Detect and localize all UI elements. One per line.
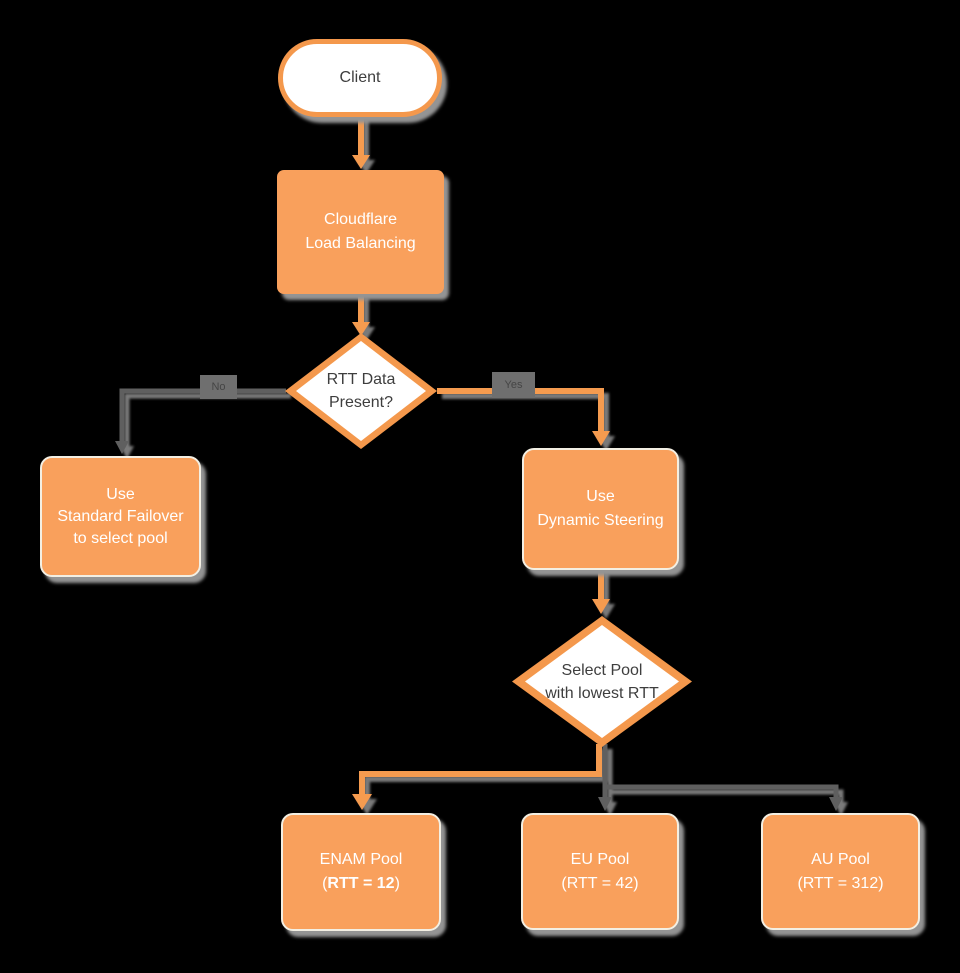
node-client-label: Client: [339, 69, 381, 86]
arrowhead-pool-decision: [592, 599, 610, 614]
node-dynamic-steering-line2: Dynamic Steering: [537, 512, 664, 529]
enam-rtt-value: RTT = 12: [327, 875, 395, 892]
node-load-balancing[interactable]: Cloudflare Load Balancing: [277, 170, 444, 294]
node-standard-failover[interactable]: Use Standard Failover to select pool: [40, 456, 201, 577]
node-dynamic-steering[interactable]: Use Dynamic Steering: [522, 448, 679, 570]
node-au-pool-line1: AU Pool: [811, 850, 870, 868]
node-standard-failover-line2: Standard Failover: [57, 507, 184, 525]
connector-pool-decision-to-enam: [359, 744, 602, 795]
node-standard-failover-line1: Use: [106, 485, 135, 503]
node-load-balancing-line1: Cloudflare: [324, 211, 397, 228]
node-rtt-decision-line1: RTT Data: [326, 371, 396, 388]
node-au-pool[interactable]: AU Pool (RTT = 312): [761, 813, 920, 930]
arrowhead-loadbalancing: [352, 155, 370, 169]
arrowhead-rtt-decision: [352, 322, 370, 336]
connector-yes-to-dynamic-steering: [437, 388, 604, 432]
node-pool-decision-line2: with lowest RTT: [545, 684, 659, 702]
arrowhead-standard-failover: [115, 441, 129, 454]
node-eu-pool-line2: (RTT = 42): [561, 874, 639, 892]
node-enam-pool-line2: (RTT = 12): [322, 875, 400, 892]
node-eu-pool-line1: EU Pool: [570, 850, 630, 868]
edge-label-no: No: [200, 375, 237, 399]
node-enam-pool[interactable]: ENAM Pool (RTT = 12): [281, 813, 441, 931]
node-client[interactable]: Client: [278, 39, 442, 117]
arrowhead-enam-pool: [352, 794, 372, 810]
arrowhead-eu-pool: [598, 797, 612, 811]
node-enam-pool-line1: ENAM Pool: [319, 851, 403, 868]
node-eu-pool[interactable]: EU Pool (RTT = 42): [521, 813, 679, 930]
node-dynamic-steering-line1: Use: [586, 488, 615, 505]
edge-label-yes: Yes: [492, 372, 535, 398]
node-pool-decision-line1: Select Pool: [561, 661, 643, 679]
node-load-balancing-line2: Load Balancing: [305, 235, 416, 252]
node-rtt-decision-line2: Present?: [328, 394, 394, 411]
arrowhead-au-pool: [829, 797, 843, 811]
connector-pool-decision-to-au: [602, 744, 839, 798]
arrowhead-dynamic-steering: [592, 431, 610, 446]
node-au-pool-line2: (RTT = 312): [797, 874, 884, 892]
node-standard-failover-line3: to select pool: [73, 529, 168, 547]
